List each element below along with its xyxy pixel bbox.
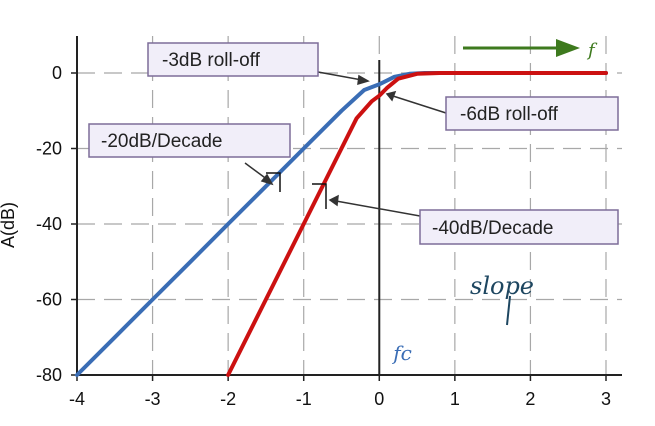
- y-axis-label: A(dB): [0, 202, 18, 248]
- annotation-3db-text: -3dB roll-off: [162, 50, 261, 71]
- series-group: [75, 71, 608, 377]
- x-tick-label: -4: [69, 389, 85, 409]
- frequency-symbol: f: [586, 40, 598, 61]
- x-tick-label: 1: [450, 389, 460, 409]
- annotation-40db-box: [419, 209, 619, 245]
- handwritten-slope: slope: [470, 272, 534, 300]
- y-tick-label: 0: [52, 63, 62, 83]
- cutoff-marker: fc: [378, 60, 412, 375]
- slope-marker-40db: [312, 183, 327, 209]
- arrow-40db: [335, 200, 421, 217]
- annotation-6db-box: [445, 96, 619, 131]
- handwritten-stroke: [506, 295, 511, 326]
- arrow-3db: [317, 71, 363, 81]
- annotation-6db-text: -6dB roll-off: [460, 104, 559, 125]
- y-tick-label: -60: [36, 290, 62, 310]
- cutoff-label: fc: [391, 341, 412, 365]
- x-tick-label: 2: [525, 389, 535, 409]
- annotation-arrows: [244, 71, 447, 217]
- axes: [76, 36, 622, 376]
- x-tick-label: 3: [601, 389, 611, 409]
- x-tick-label: 0: [374, 389, 384, 409]
- annotation-20db-box: [88, 123, 291, 158]
- slope-marker-20db: [266, 172, 281, 192]
- annotation-20db-text: -20dB/Decade: [101, 131, 222, 152]
- series-line-0: [75, 71, 608, 377]
- y-tick-label: -80: [36, 365, 62, 385]
- annotation-6db: -6dB roll-off: [445, 96, 619, 131]
- annotation-40db-text: -40dB/Decade: [432, 218, 553, 239]
- arrow-40db-head: [328, 194, 339, 207]
- arrow-20db-head: [260, 173, 274, 186]
- x-tick-label: -1: [296, 389, 312, 409]
- y-tick-label: -40: [36, 214, 62, 234]
- x-tick-label: -2: [220, 389, 236, 409]
- grid: [77, 36, 622, 375]
- annotation-3db: -3dB roll-off: [147, 42, 319, 77]
- annotation-40db: -40dB/Decade: [419, 209, 619, 245]
- annotation-20db: -20dB/Decade: [88, 123, 291, 158]
- series-line-1: [226, 71, 608, 377]
- arrow-20db: [244, 162, 269, 181]
- arrow-6db: [392, 95, 447, 114]
- ticks: -4 -3 -2 -1 0 1 2 3 0 -20 -40 -60 -80: [36, 63, 611, 409]
- y-tick-label: -20: [36, 139, 62, 159]
- frequency-arrow-head: [556, 39, 580, 57]
- arrow-6db-head: [385, 90, 397, 102]
- x-tick-label: -3: [145, 389, 161, 409]
- handwritten-note: slope: [470, 272, 534, 326]
- annotation-3db-box: [147, 42, 319, 77]
- arrow-3db-head: [357, 74, 370, 86]
